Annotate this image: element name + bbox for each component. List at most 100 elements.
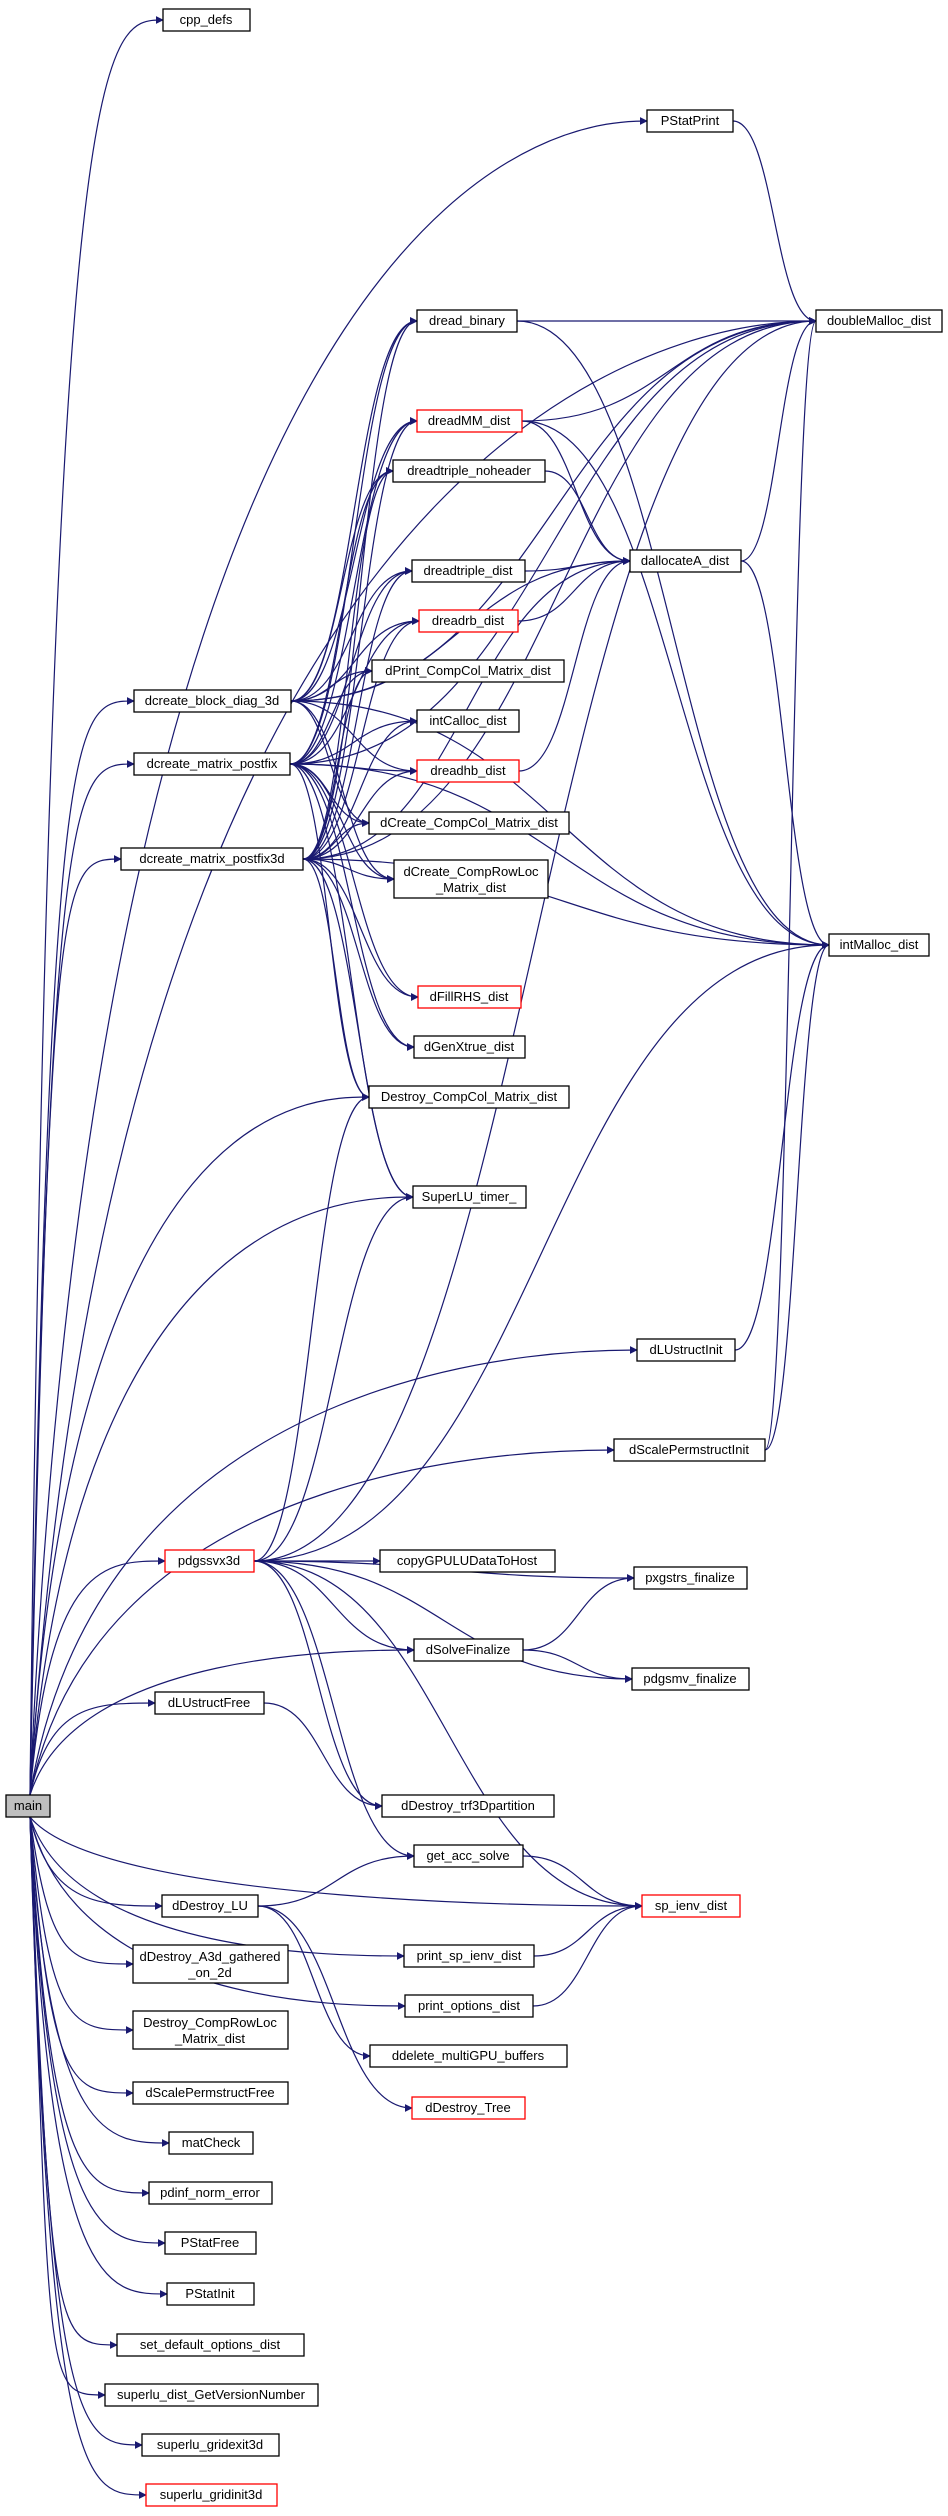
call-edge-dSolveFinalize-to-pdgsmv_finalize [522, 1649, 633, 1683]
node-dDestroy_trf3Dpartition[interactable]: dDestroy_trf3Dpartition [381, 1794, 555, 1818]
node-get_acc_solve[interactable]: get_acc_solve [413, 1844, 524, 1868]
call-edge-main-to-print_sp_ienv_dist [29, 1816, 405, 1960]
call-edge-dcreate_matrix_postfix3d-to-dreadrb_dist [302, 617, 420, 860]
node-label: dFillRHS_dist [430, 989, 509, 1004]
call-edge-dcreate_matrix_postfix3d-to-dreadtriple_dist [302, 567, 413, 860]
call-edge-dcreate_matrix_postfix-to-intMalloc_dist [289, 763, 830, 949]
node-label: dreadMM_dist [428, 413, 511, 428]
node-copyGPULUDataToHost[interactable]: copyGPULUDataToHost [379, 1549, 556, 1573]
node-print_options_dist[interactable]: print_options_dist [404, 1994, 534, 2018]
call-edge-dcreate_matrix_postfix3d-to-SuperLU_timer_ [302, 858, 414, 1201]
node-label: dSolveFinalize [426, 1642, 511, 1657]
call-edge-pdgssvx3d-to-SuperLU_timer_ [253, 1193, 414, 1562]
call-edge-dcreate_matrix_postfix-to-dGenXtrue_dist [289, 763, 415, 1051]
call-edge-dcreate_matrix_postfix3d-to-intCalloc_dist [302, 717, 418, 860]
node-dDestroy_A3d_gathered_on_2d[interactable]: dDestroy_A3d_gathered _on_2d [132, 1944, 289, 1984]
node-label: _on_2d [187, 1965, 231, 1980]
node-ddelete_multiGPU_buffers[interactable]: ddelete_multiGPU_buffers [369, 2044, 568, 2068]
call-edge-dDestroy_LU-to-dDestroy_Tree [257, 1905, 413, 2112]
node-label: Destroy_CompRowLoc [143, 2015, 277, 2030]
node-dreadhb_dist[interactable]: dreadhb_dist [416, 759, 520, 783]
node-pdgsmv_finalize[interactable]: pdgsmv_finalize [631, 1667, 750, 1691]
node-dDestroy_LU[interactable]: dDestroy_LU [161, 1894, 259, 1918]
node-label: set_default_options_dist [140, 2337, 281, 2352]
node-label: matCheck [182, 2135, 241, 2150]
node-dcreate_block_diag_3d[interactable]: dcreate_block_diag_3d [133, 689, 292, 713]
node-intCalloc_dist[interactable]: intCalloc_dist [416, 709, 520, 733]
call-edge-dallocateA_dist-to-doubleMalloc_dist [740, 317, 817, 562]
node-SuperLU_timer_[interactable]: SuperLU_timer_ [412, 1185, 527, 1209]
call-edge-main-to-doubleMalloc_dist [29, 317, 817, 1796]
call-edge-pdgssvx3d-to-get_acc_solve [253, 1560, 415, 1860]
call-edge-dcreate_block_diag_3d-to-dPrint_CompCol_Matrix_dist [290, 667, 373, 702]
node-PStatPrint[interactable]: PStatPrint [646, 109, 734, 133]
node-label: print_sp_ienv_dist [417, 1948, 522, 1963]
node-sp_ienv_dist[interactable]: sp_ienv_dist [641, 1894, 741, 1918]
node-pdgssvx3d[interactable]: pdgssvx3d [164, 1549, 255, 1573]
node-PStatInit[interactable]: PStatInit [166, 2282, 255, 2306]
node-label: _Matrix_dist [435, 880, 506, 895]
node-dread_binary[interactable]: dread_binary [416, 309, 518, 333]
node-label: PStatFree [181, 2235, 240, 2250]
node-label: dDestroy_Tree [425, 2100, 511, 2115]
call-edge-main-to-sp_ienv_dist [29, 1816, 643, 1910]
node-dLUstructInit[interactable]: dLUstructInit [636, 1338, 736, 1362]
node-label: pdgsmv_finalize [643, 1671, 736, 1686]
node-dSolveFinalize[interactable]: dSolveFinalize [413, 1638, 524, 1662]
call-edge-dcreate_matrix_postfix3d-to-intMalloc_dist [302, 858, 830, 949]
node-dDestroy_Tree[interactable]: dDestroy_Tree [411, 2096, 526, 2120]
call-edge-dcreate_block_diag_3d-to-dCreate_CompRowLoc_Matrix_dist [290, 700, 395, 883]
node-superlu_gridexit3d[interactable]: superlu_gridexit3d [141, 2433, 280, 2457]
node-set_default_options_dist[interactable]: set_default_options_dist [116, 2333, 305, 2357]
node-label: intMalloc_dist [840, 937, 919, 952]
node-main[interactable]: main [5, 1794, 51, 1818]
node-dScalePermstructInit[interactable]: dScalePermstructInit [613, 1438, 766, 1462]
call-edge-dread_binary-to-intMalloc_dist [516, 320, 830, 949]
node-dreadtriple_noheader[interactable]: dreadtriple_noheader [392, 459, 546, 483]
node-label: dPrint_CompCol_Matrix_dist [385, 663, 551, 678]
node-dGenXtrue_dist[interactable]: dGenXtrue_dist [413, 1035, 526, 1059]
node-dreadtriple_dist[interactable]: dreadtriple_dist [411, 559, 526, 583]
node-label: print_options_dist [418, 1998, 520, 2013]
node-dCreate_CompRowLoc_Matrix_dist[interactable]: dCreate_CompRowLoc _Matrix_dist [393, 859, 549, 899]
call-edge-main-to-Destroy_CompRowLoc_Matrix_dist [29, 1816, 134, 2034]
node-dScalePermstructFree[interactable]: dScalePermstructFree [132, 2081, 289, 2105]
node-label: dScalePermstructFree [145, 2085, 274, 2100]
node-label: intCalloc_dist [429, 713, 507, 728]
node-superlu_gridinit3d[interactable]: superlu_gridinit3d [145, 2483, 278, 2507]
node-intMalloc_dist[interactable]: intMalloc_dist [828, 933, 930, 957]
node-dCreate_CompCol_Matrix_dist[interactable]: dCreate_CompCol_Matrix_dist [368, 811, 570, 835]
node-dcreate_matrix_postfix3d[interactable]: dcreate_matrix_postfix3d [120, 847, 304, 871]
node-Destroy_CompRowLoc_Matrix_dist[interactable]: Destroy_CompRowLoc _Matrix_dist [132, 2010, 289, 2050]
node-matCheck[interactable]: matCheck [168, 2131, 254, 2155]
call-edge-main-to-pdgssvx3d [29, 1557, 166, 1796]
node-label: PStatInit [185, 2286, 235, 2301]
call-edge-dcreate_block_diag_3d-to-dreadtriple_noheader [290, 467, 394, 702]
node-dallocateA_dist[interactable]: dallocateA_dist [629, 549, 742, 573]
node-dFillRHS_dist[interactable]: dFillRHS_dist [417, 985, 522, 1009]
node-superlu_dist_GetVersionNumber[interactable]: superlu_dist_GetVersionNumber [104, 2383, 319, 2407]
node-PStatFree[interactable]: PStatFree [164, 2231, 257, 2255]
node-pxgstrs_finalize[interactable]: pxgstrs_finalize [633, 1566, 748, 1590]
node-doubleMalloc_dist[interactable]: doubleMalloc_dist [815, 309, 943, 333]
node-Destroy_CompCol_Matrix_dist[interactable]: Destroy_CompCol_Matrix_dist [368, 1085, 570, 1109]
node-cpp_defs[interactable]: cpp_defs [162, 8, 251, 32]
node-dcreate_matrix_postfix[interactable]: dcreate_matrix_postfix [133, 752, 291, 776]
node-pdinf_norm_error[interactable]: pdinf_norm_error [148, 2181, 273, 2205]
node-dLUstructFree[interactable]: dLUstructFree [154, 1691, 265, 1715]
call-edge-dScalePermstructInit-to-doubleMalloc_dist [764, 317, 817, 1451]
call-edge-main-to-Destroy_CompCol_Matrix_dist [29, 1093, 370, 1796]
node-label: dread_binary [429, 313, 505, 328]
call-edge-dcreate_matrix_postfix3d-to-Destroy_CompCol_Matrix_dist [302, 858, 370, 1101]
call-edge-main-to-dcreate_block_diag_3d [29, 697, 135, 1796]
node-dreadMM_dist[interactable]: dreadMM_dist [416, 409, 523, 433]
call-edge-dcreate_matrix_postfix-to-doubleMalloc_dist [289, 317, 817, 765]
call-edge-dcreate_matrix_postfix-to-dreadMM_dist [289, 417, 418, 765]
call-edge-main-to-superlu_gridexit3d [29, 1816, 143, 2449]
call-edge-dreadMM_dist-to-doubleMalloc_dist [521, 317, 817, 422]
call-edge-main-to-dLUstructFree [29, 1699, 156, 1796]
node-print_sp_ienv_dist[interactable]: print_sp_ienv_dist [403, 1944, 535, 1968]
node-dPrint_CompCol_Matrix_dist[interactable]: dPrint_CompCol_Matrix_dist [371, 659, 565, 683]
call-edge-main-to-dLUstructInit [29, 1346, 638, 1796]
node-dreadrb_dist[interactable]: dreadrb_dist [418, 609, 519, 633]
